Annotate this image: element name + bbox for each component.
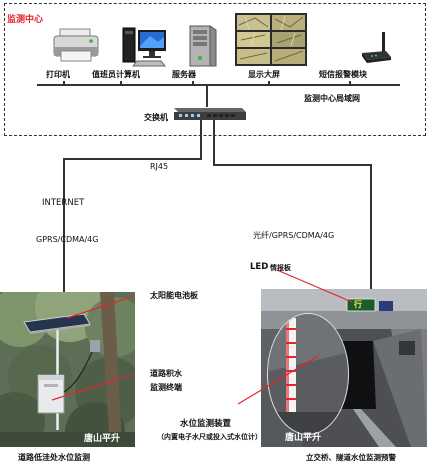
- water-device-note: （内置电子水尺或投入式水位计）: [157, 433, 262, 441]
- network-switch-icon: [171, 106, 247, 122]
- left-horizontal-link: [63, 158, 202, 160]
- lan-drop-duty-pc: [120, 81, 122, 85]
- sms-alarm-modem-icon: [358, 31, 394, 67]
- led-label: LED: [250, 262, 269, 272]
- lan-drop-printer: [63, 81, 65, 85]
- switch-down-left: [200, 120, 202, 158]
- right-wireless-label: 光纤/GPRS/CDMA/4G: [253, 231, 335, 240]
- left-site-photo: [0, 292, 135, 447]
- water-device-label: 水位监测装置: [180, 419, 232, 429]
- led-sub-label: 情报板: [270, 264, 291, 272]
- terminal-label-line1: 道路积水: [150, 369, 182, 378]
- monitor-center-title: 监测中心: [7, 15, 44, 25]
- terminal-label-line2: 监测终端: [150, 383, 182, 392]
- right-vertical-link: [370, 164, 372, 308]
- lan-to-switch: [206, 85, 208, 107]
- display-label: 显示大屏: [248, 70, 280, 79]
- right-horizontal-link: [213, 164, 371, 166]
- water-level-zoom-circle: [266, 312, 350, 436]
- solar-panel-label: 太阳能电池板: [150, 291, 198, 300]
- desktop-computer-icon: [121, 25, 169, 69]
- switch-label: 交换机: [144, 113, 168, 122]
- left-vertical-link: [63, 158, 65, 294]
- printer-icon: [51, 27, 101, 65]
- lan-drop-display: [268, 81, 270, 85]
- switch-down-right: [213, 120, 215, 165]
- lan-bus: [37, 84, 400, 86]
- lan-drop-server: [192, 81, 194, 85]
- left-site-watermark: 唐山平升: [84, 434, 121, 444]
- rj45-label: RJ45: [150, 162, 169, 171]
- right-site-caption: 立交桥、隧道水位监测预警: [306, 453, 396, 462]
- internet-label: INTERNET: [42, 198, 85, 208]
- duty-pc-label: 值班员计算机: [92, 70, 140, 79]
- monitor-center-frame: [4, 3, 426, 136]
- left-wireless-label: GPRS/CDMA/4G: [36, 235, 99, 244]
- lan-drop-sms: [349, 81, 351, 85]
- led-sign-text: 行: [354, 300, 362, 309]
- left-site-caption: 道路低洼处水位监测: [18, 453, 90, 462]
- server-label: 服务器: [172, 70, 196, 79]
- lan-label: 监测中心局域网: [304, 94, 360, 103]
- right-site-watermark: 唐山平升: [285, 433, 322, 443]
- server-tower-icon: [182, 24, 218, 68]
- video-wall-icon: [235, 13, 307, 66]
- sms-label: 短信报警模块: [319, 70, 367, 79]
- printer-label: 打印机: [46, 70, 70, 79]
